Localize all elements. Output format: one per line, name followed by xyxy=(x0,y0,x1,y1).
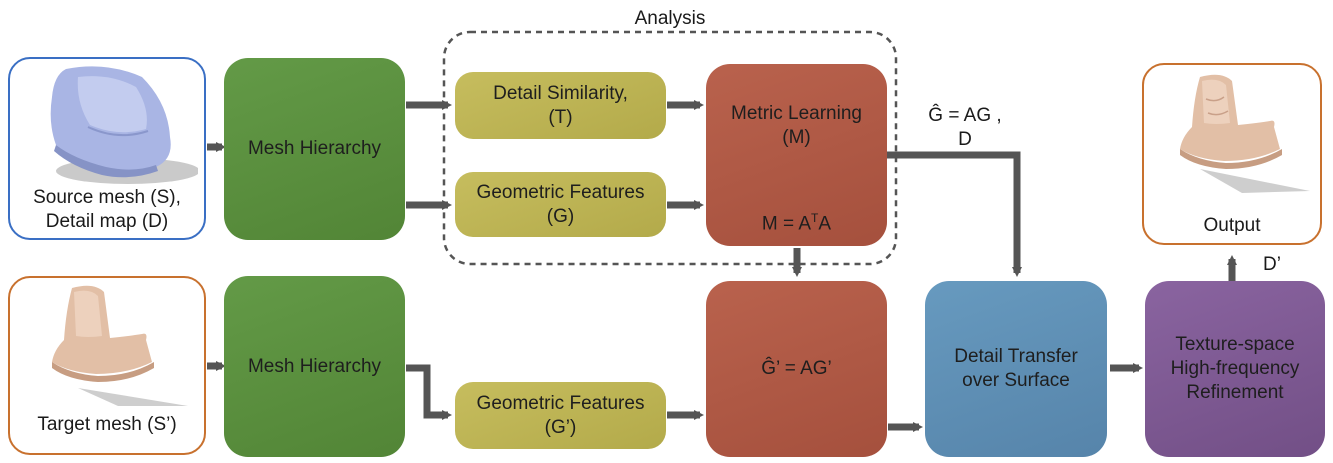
output-panel: Output xyxy=(1142,63,1322,245)
transformed-target-box: Ĝ’ = AG’ xyxy=(706,281,887,457)
refinement-label: Texture-space High-frequency Refinement xyxy=(1170,334,1300,403)
source-chair-image xyxy=(50,66,198,184)
metric-formula-base: M = A xyxy=(761,213,812,235)
geometric-features-label: Geometric Features (G) xyxy=(476,181,645,227)
geometric-features-target-label: Geometric Features (G’) xyxy=(476,392,645,438)
detail-transfer-label: Detail Transfer over Surface xyxy=(954,346,1078,391)
metric-formula-tail: A xyxy=(818,213,832,235)
target-mesh-panel: Target mesh (S’) xyxy=(8,276,206,455)
mesh-hierarchy-bottom-label: Mesh Hierarchy xyxy=(247,355,382,377)
arrow-hierarchy-to-target-features xyxy=(406,364,452,420)
metric-learning-box: Metric Learning (M) M = ATA xyxy=(706,64,887,246)
metric-formula-superscript: T xyxy=(811,211,819,225)
mesh-hierarchy-top: Mesh Hierarchy xyxy=(224,58,405,240)
analysis-dashed-frame xyxy=(442,30,898,266)
transfer-input-label: Ĝ = AG , D xyxy=(928,105,1002,150)
output-chair-image xyxy=(1180,74,1310,193)
mesh-hierarchy-bottom: Mesh Hierarchy xyxy=(224,276,405,457)
detail-similarity-box: Detail Similarity, (T) xyxy=(455,72,666,139)
detail-transfer-box: Detail Transfer over Surface xyxy=(925,281,1107,457)
detail-similarity-label: Detail Similarity, (T) xyxy=(493,82,628,128)
source-mesh-panel: Source mesh (S), Detail map (D) xyxy=(8,57,206,240)
metric-learning-label: Metric Learning (M) xyxy=(731,103,862,148)
output-caption: Output xyxy=(1203,215,1261,236)
refinement-box: Texture-space High-frequency Refinement xyxy=(1145,281,1325,457)
geometric-features-box: Geometric Features (G) xyxy=(455,172,666,237)
metric-learning-formula: M = ATA xyxy=(762,182,831,236)
source-mesh-caption: Source mesh (S), Detail map (D) xyxy=(33,187,181,232)
target-chair-image xyxy=(52,285,188,406)
analysis-label: Analysis xyxy=(634,8,706,29)
geometric-features-target-box: Geometric Features (G’) xyxy=(455,382,666,449)
mesh-hierarchy-top-label: Mesh Hierarchy xyxy=(247,138,382,159)
target-mesh-caption: Target mesh (S’) xyxy=(37,414,177,435)
refinement-output-label: D’ xyxy=(1263,254,1281,275)
arrow-metric-to-transfer xyxy=(885,151,1022,277)
transformed-target-label: Ĝ’ = AG’ xyxy=(761,358,832,379)
